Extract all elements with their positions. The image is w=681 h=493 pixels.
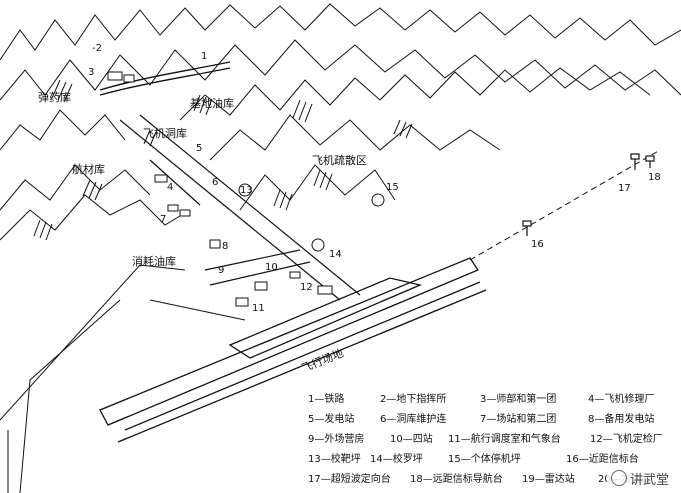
area-ammo-depot: 弹药库 <box>38 91 71 104</box>
legend-item: 15—个体停机坪 <box>448 454 521 465</box>
legend-item: 1—铁路 <box>308 394 345 405</box>
area-dispersal: 飞机疏散区 <box>312 154 367 167</box>
legend-item: 16—近距信标台 <box>566 454 639 465</box>
marker-8: 8 <box>222 241 229 252</box>
marker-5: 5 <box>196 143 203 154</box>
legend-item: 10—四站 <box>390 434 433 445</box>
railway-line <box>99 61 231 96</box>
legend-item: 11—航行调度室和气象台 <box>448 434 561 445</box>
marker-1: 1 <box>201 51 208 62</box>
marker-17: 17 <box>618 183 631 194</box>
legend-item: 19—雷达站 <box>522 474 575 485</box>
nav-stations <box>522 153 655 236</box>
legend-item: 2—地下指挥所 <box>380 394 447 405</box>
marker-18: 18 <box>648 172 661 183</box>
legend-item: 8—备用发电站 <box>588 414 655 425</box>
area-aircraft-cave: 飞机洞库 <box>143 127 187 140</box>
marker-10: 10 <box>265 262 278 273</box>
marker-9: 9 <box>218 265 225 276</box>
marker-13: 13 <box>240 185 253 196</box>
watermark-text: 讲武堂 <box>629 473 669 488</box>
marker-15: 15 <box>386 182 399 193</box>
marker-3: 3 <box>88 67 95 78</box>
marker-2: -2 <box>92 43 102 54</box>
marker-6: 6 <box>212 177 219 188</box>
perimeter-road <box>0 264 246 493</box>
mountain-range <box>0 3 681 241</box>
area-consumables-depot: 消耗油库 <box>132 255 176 268</box>
area-materiel-depot: 航材库 <box>72 163 105 176</box>
runway <box>99 257 487 443</box>
legend-item: 4—飞机修理厂 <box>588 394 655 405</box>
legend-item: 6—洞库维护连 <box>380 414 447 425</box>
legend-item: 5—发电站 <box>308 414 355 425</box>
wechat-icon <box>610 470 627 486</box>
legend-item: 17—超短波定向台 <box>308 474 391 485</box>
legend-item: 13—校靶坪 <box>308 454 361 465</box>
taxiway <box>119 114 361 301</box>
marker-12: 12 <box>300 282 313 293</box>
marker-16: 16 <box>531 239 544 250</box>
legend-item: 3—师部和第一团 <box>480 394 557 405</box>
marker-11: 11 <box>252 303 265 314</box>
legend-item: 9—外场营房 <box>308 434 365 445</box>
watermark: 讲武堂 <box>606 468 673 489</box>
legend-item: 18—远距信标导航台 <box>410 474 503 485</box>
area-base-depot: 基地油库 <box>190 97 234 110</box>
facility-blocks <box>107 71 385 307</box>
marker-7: 7 <box>160 214 167 225</box>
legend-item: 14—校罗坪 <box>370 454 423 465</box>
marker-14: 14 <box>329 249 342 260</box>
legend-item: 12—飞机定检厂 <box>590 434 663 445</box>
approach-line <box>469 149 661 261</box>
legend-item: 7—场站和第二团 <box>480 414 557 425</box>
marker-4: 4 <box>167 182 174 193</box>
